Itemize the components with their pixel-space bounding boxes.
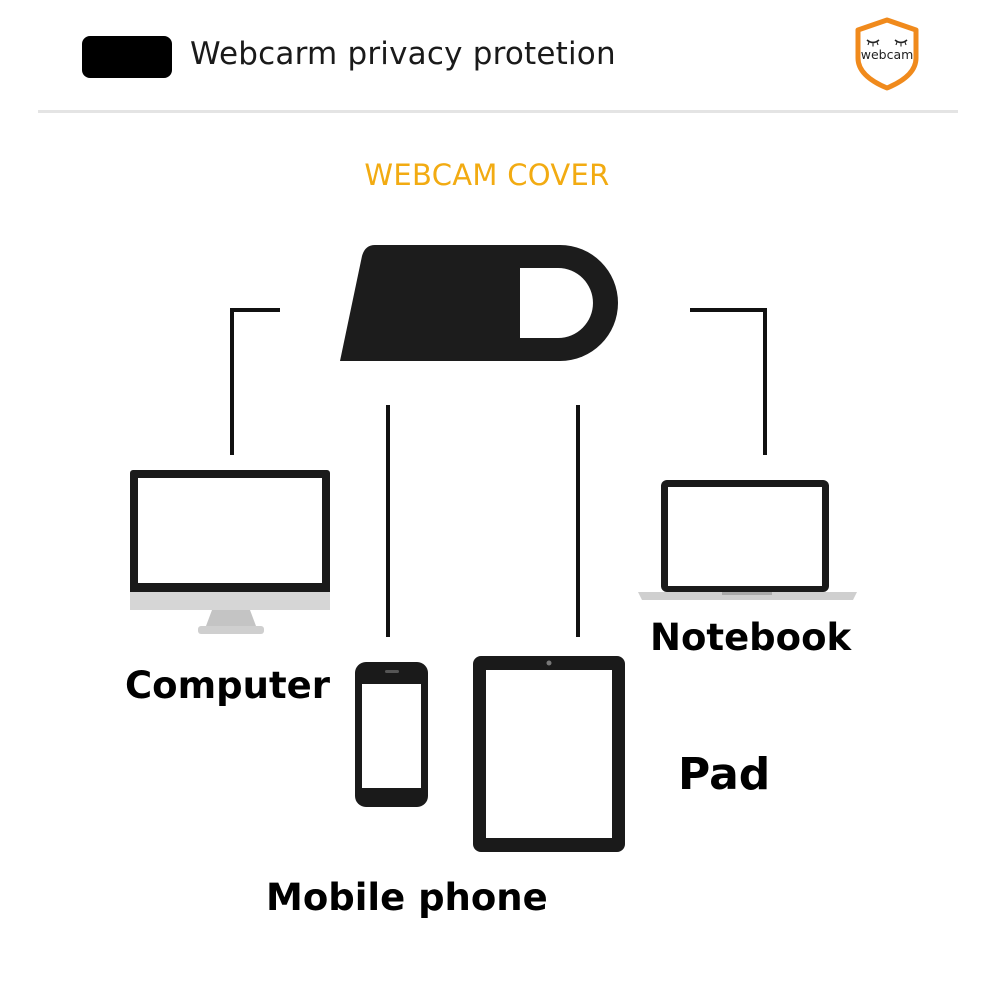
label-notebook: Notebook bbox=[650, 616, 852, 659]
label-computer: Computer bbox=[125, 664, 330, 707]
header-black-bar bbox=[82, 36, 172, 78]
laptop-icon bbox=[638, 480, 857, 600]
header-divider bbox=[38, 110, 958, 113]
logo-text: webcam bbox=[860, 47, 914, 62]
connector-lines bbox=[230, 308, 767, 637]
tablet-icon bbox=[473, 656, 625, 852]
webcam-cover-icon bbox=[340, 245, 618, 361]
desktop-monitor-icon bbox=[130, 470, 330, 634]
section-subtitle: WEBCAM COVER bbox=[364, 158, 610, 192]
connector-computer bbox=[230, 308, 280, 455]
page-title: Webcarm privacy protetion bbox=[190, 36, 616, 72]
logo-shield-outline bbox=[855, 17, 919, 91]
logo-eye-left bbox=[866, 39, 880, 44]
label-mobile-phone: Mobile phone bbox=[266, 876, 548, 919]
logo-eye-right bbox=[894, 39, 908, 44]
smartphone-icon bbox=[355, 662, 428, 807]
webcam-logo-icon bbox=[855, 17, 919, 91]
label-pad: Pad bbox=[678, 749, 771, 800]
connector-notebook bbox=[690, 308, 767, 455]
